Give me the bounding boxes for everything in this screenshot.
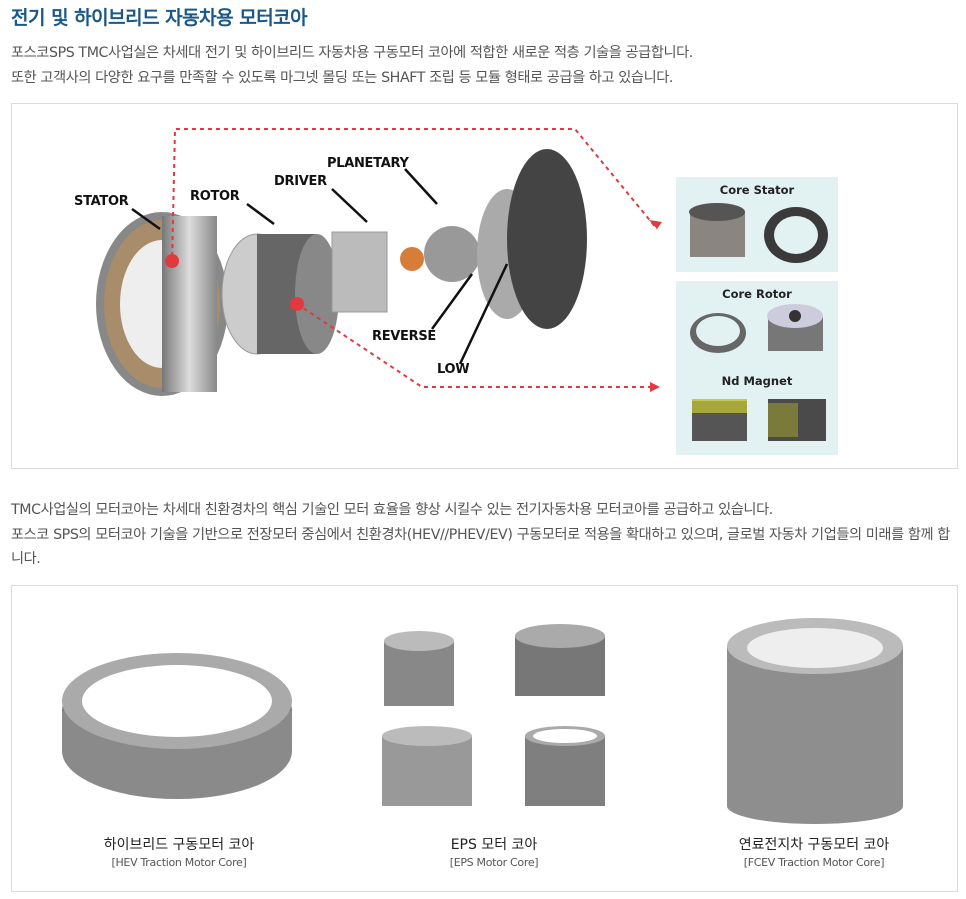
label-reverse: REVERSE <box>372 329 436 344</box>
page-title: 전기 및 하이브리드 자동차용 모터코아 <box>11 7 308 29</box>
panel-core-stator: Core Stator <box>676 177 838 272</box>
label-low: LOW <box>437 362 470 377</box>
intro-text: 포스코SPS TMC사업실은 차세대 전기 및 하이브리드 자동차용 구동모터 … <box>11 45 693 86</box>
motor-core-products-image <box>62 618 903 824</box>
products-box: 하이브리드 구동모터 코아 [HEV Traction Motor Core] … <box>11 585 958 892</box>
core-stator-image <box>689 203 828 263</box>
body-text: TMC사업실의 모터코아는 차세대 친환경차의 핵심 기술인 모터 효율을 향상… <box>11 502 950 567</box>
motor-exploded-illustration <box>96 128 662 396</box>
panel-core-rotor: Core Rotor Nd Magnet <box>676 281 838 455</box>
product-fcev: 연료전지차 구동모터 코아 [FCEV Traction Motor Core] <box>738 837 890 869</box>
product-eps: EPS 모터 코아 [EPS Motor Core] <box>449 837 539 869</box>
core-rotor-nd-magnet-image <box>690 304 826 441</box>
product-hev: 하이브리드 구동모터 코아 [HEV Traction Motor Core] <box>103 837 255 869</box>
label-planetary: PLANETARY <box>327 156 409 171</box>
label-rotor: ROTOR <box>190 189 240 204</box>
label-driver: DRIVER <box>274 174 327 189</box>
motor-diagram-box: STATOR ROTOR DRIVER PLANETARY REVERSE LO… <box>11 103 958 469</box>
label-stator: STATOR <box>74 194 129 209</box>
